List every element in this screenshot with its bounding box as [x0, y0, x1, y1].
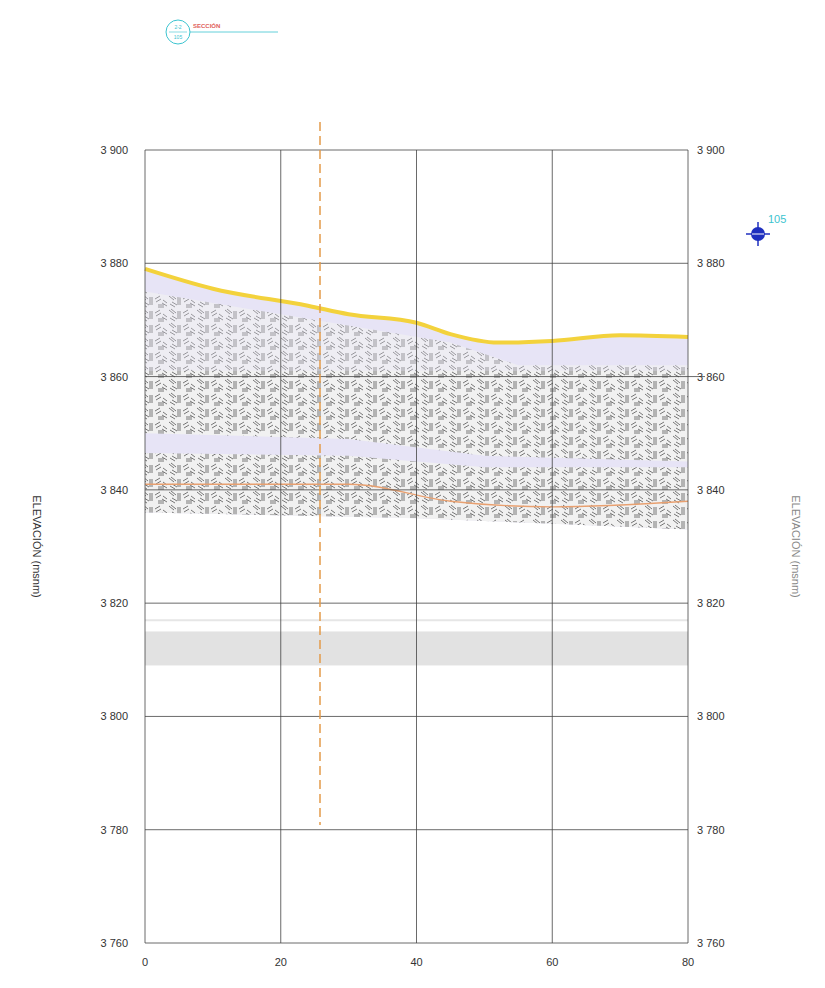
section-badge	[166, 20, 278, 44]
elevation-tick: 3 820	[100, 598, 128, 609]
axis-title: ELEVACIÓN (msnm)	[790, 495, 801, 597]
elevation-tick: 3 900	[100, 145, 128, 156]
crosshair-marker	[746, 222, 770, 246]
elevation-tick: 3 880	[100, 258, 128, 269]
axis-title: ELEVACIÓN (msnm)	[31, 495, 42, 597]
marker-label: 105	[768, 214, 786, 225]
elevation-tick: 3 800	[697, 711, 725, 722]
distance-tick: 40	[410, 957, 422, 968]
section-title: SECCIÓN	[193, 23, 220, 29]
elevation-tick: 3 760	[100, 938, 128, 949]
elevation-tick: 3 840	[697, 484, 725, 495]
elevation-tick: 3 800	[100, 711, 128, 722]
elevation-tick: 3 880	[697, 258, 725, 269]
badge-number: 105	[174, 35, 182, 40]
elevation-tick: 3 860	[697, 371, 725, 382]
elevation-tick: 3 860	[100, 371, 128, 382]
elevation-tick: 3 780	[100, 824, 128, 835]
badge-number: 2-2	[174, 25, 181, 30]
distance-tick: 20	[275, 957, 287, 968]
elevation-tick: 3 760	[697, 938, 725, 949]
grid	[145, 150, 705, 943]
elevation-tick: 3 820	[697, 598, 725, 609]
distance-tick: 80	[682, 957, 694, 968]
distance-tick: 0	[142, 957, 148, 968]
elevation-tick: 3 900	[697, 145, 725, 156]
elevation-tick: 3 780	[697, 824, 725, 835]
elevation-tick: 3 840	[100, 484, 128, 495]
section-cut-line	[319, 122, 321, 825]
distance-tick: 60	[546, 957, 558, 968]
